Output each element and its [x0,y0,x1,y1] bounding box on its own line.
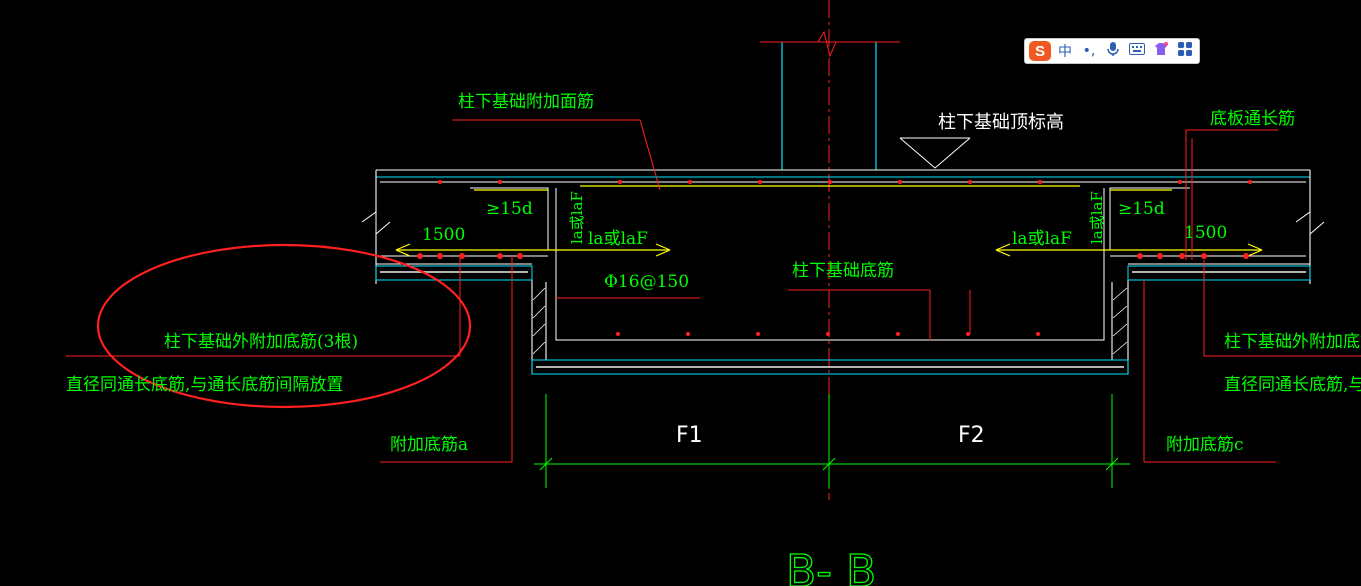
grid-icon[interactable] [1175,42,1195,60]
keyboard-icon[interactable] [1127,43,1147,59]
skin-icon[interactable] [1151,42,1171,60]
label-top-elevation: 柱下基础顶标高 [938,112,1064,133]
sogou-logo-icon[interactable]: S [1029,41,1051,61]
label-extra-outer-note-right: 直径同通长底筋,与通长底 [1224,375,1361,395]
blinding-layer [375,265,1311,375]
label-extra-bottom-a: 附加底筋a [390,435,468,455]
label-slab-long-bars: 底板通长筋 [1210,109,1295,129]
mic-icon[interactable] [1103,41,1123,61]
label-F1: F1 [676,423,703,448]
blinding-hatch [380,271,1306,368]
label-extra-outer-note-left: 直径同通长底筋,与通长底筋间隔放置 [66,375,343,395]
column [781,42,877,170]
ime-toolbar[interactable]: S 中 •, [1024,38,1200,64]
label-la-right: la或laF [1012,229,1072,249]
ime-language-toggle[interactable]: 中 [1058,44,1072,60]
label-bottom-bars: 柱下基础底筋 [792,261,894,281]
label-extra-outer-bottom-right: 柱下基础外附加底筋(3根 [1224,332,1361,352]
label-extra-bottom-c: 附加底筋c [1166,435,1244,455]
leader-lines [66,119,1361,463]
label-dim-1500-right: 1500 [1184,223,1227,243]
label-dim-1500-left: 1500 [422,225,465,245]
label-extra-outer-bottom-left: 柱下基础外附加底筋(3根) [164,332,358,352]
label-ge15d-left: ≥15d [486,199,533,219]
section-title: B- B [786,546,876,586]
label-la-vert-left: la或laF [568,191,586,244]
yellow-rebar [395,185,1263,257]
label-la-left: la或laF [588,229,648,249]
label-phi-bar: Φ16@150 [604,272,689,292]
label-top-extra-bars: 柱下基础附加面筋 [458,92,594,112]
label-ge15d-right: ≥15d [1118,199,1165,219]
dimension-line [534,394,1130,488]
label-F2: F2 [958,423,985,448]
side-hatch [532,287,1128,355]
ime-punctuation-toggle[interactable]: •, [1082,43,1096,59]
elevation-marker [899,137,971,169]
label-la-vert-right: la或laF [1088,191,1106,244]
rebar-dots [417,180,1252,336]
highlight-ellipse [96,243,472,409]
